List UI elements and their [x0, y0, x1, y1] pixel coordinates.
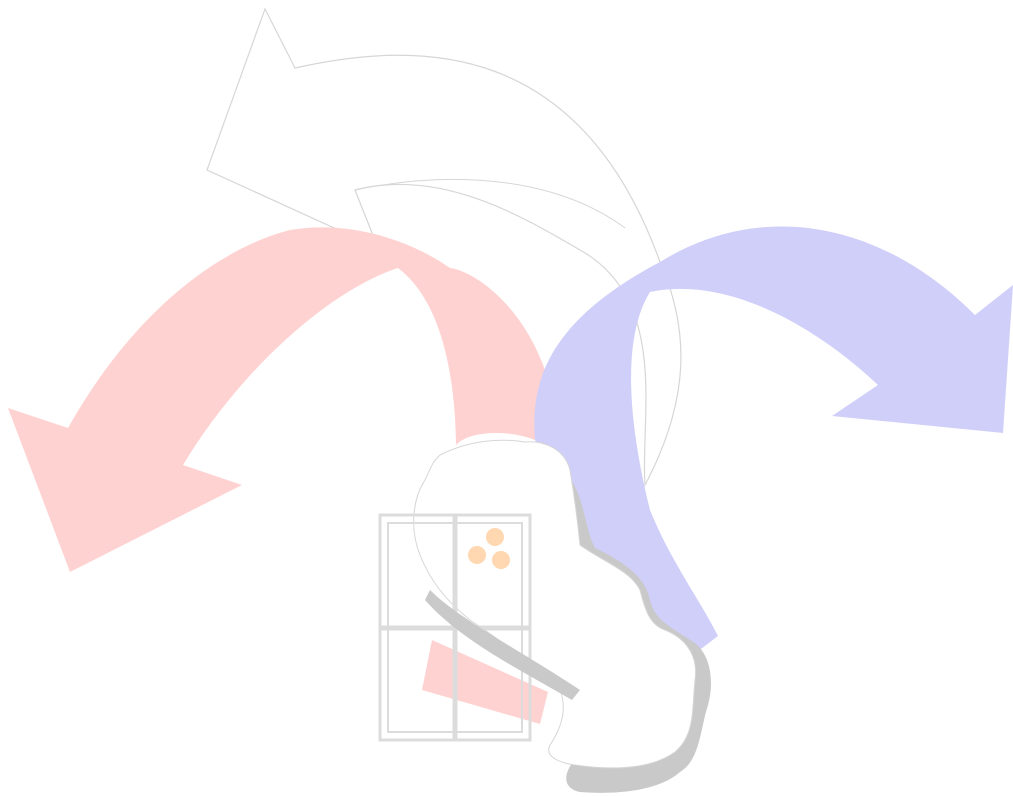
flower-2 [468, 546, 486, 564]
flower-1 [486, 528, 504, 546]
flower-3 [492, 551, 510, 569]
